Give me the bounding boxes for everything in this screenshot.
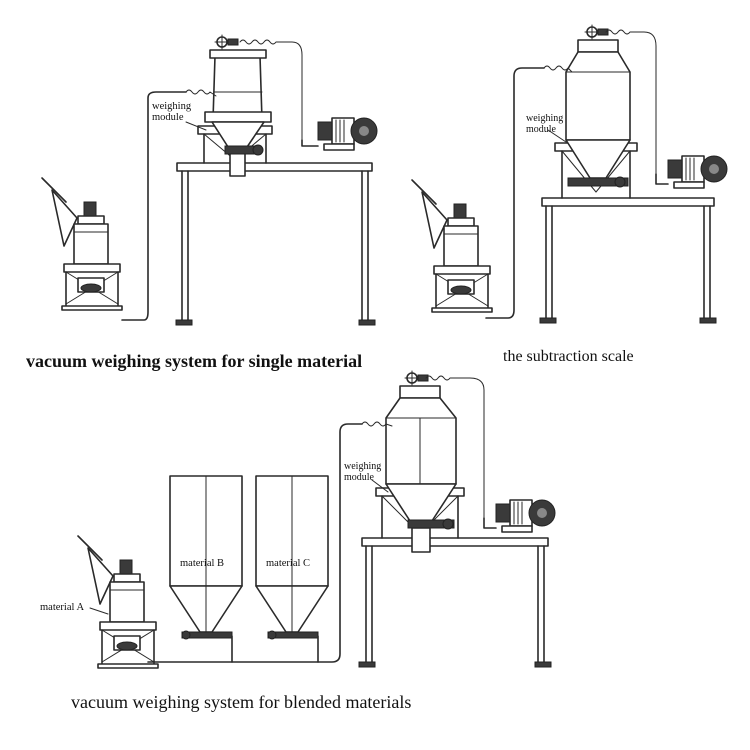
material-a-label: material A (40, 602, 84, 613)
material-b-label: material B (180, 558, 224, 569)
subtraction-scale-system (411, 24, 728, 324)
weighing-module-label-1a: weighing (152, 101, 192, 112)
caption-blended-materials: vacuum weighing system for blended mater… (71, 692, 411, 712)
weighing-module-label-1b: module (152, 112, 184, 123)
single-material-system (41, 34, 378, 326)
weighing-module-label-3b: module (344, 472, 375, 483)
blended-materials-system (77, 370, 556, 669)
weighing-module-label-3a: weighing (344, 461, 381, 472)
caption-single-material: vacuum weighing system for single materi… (26, 351, 362, 371)
weighing-module-label-2b: module (526, 124, 557, 135)
caption-subtraction-scale: the subtraction scale (503, 348, 634, 365)
weighing-module-label-2a: weighing (526, 113, 563, 124)
material-c-label: material C (266, 558, 310, 569)
